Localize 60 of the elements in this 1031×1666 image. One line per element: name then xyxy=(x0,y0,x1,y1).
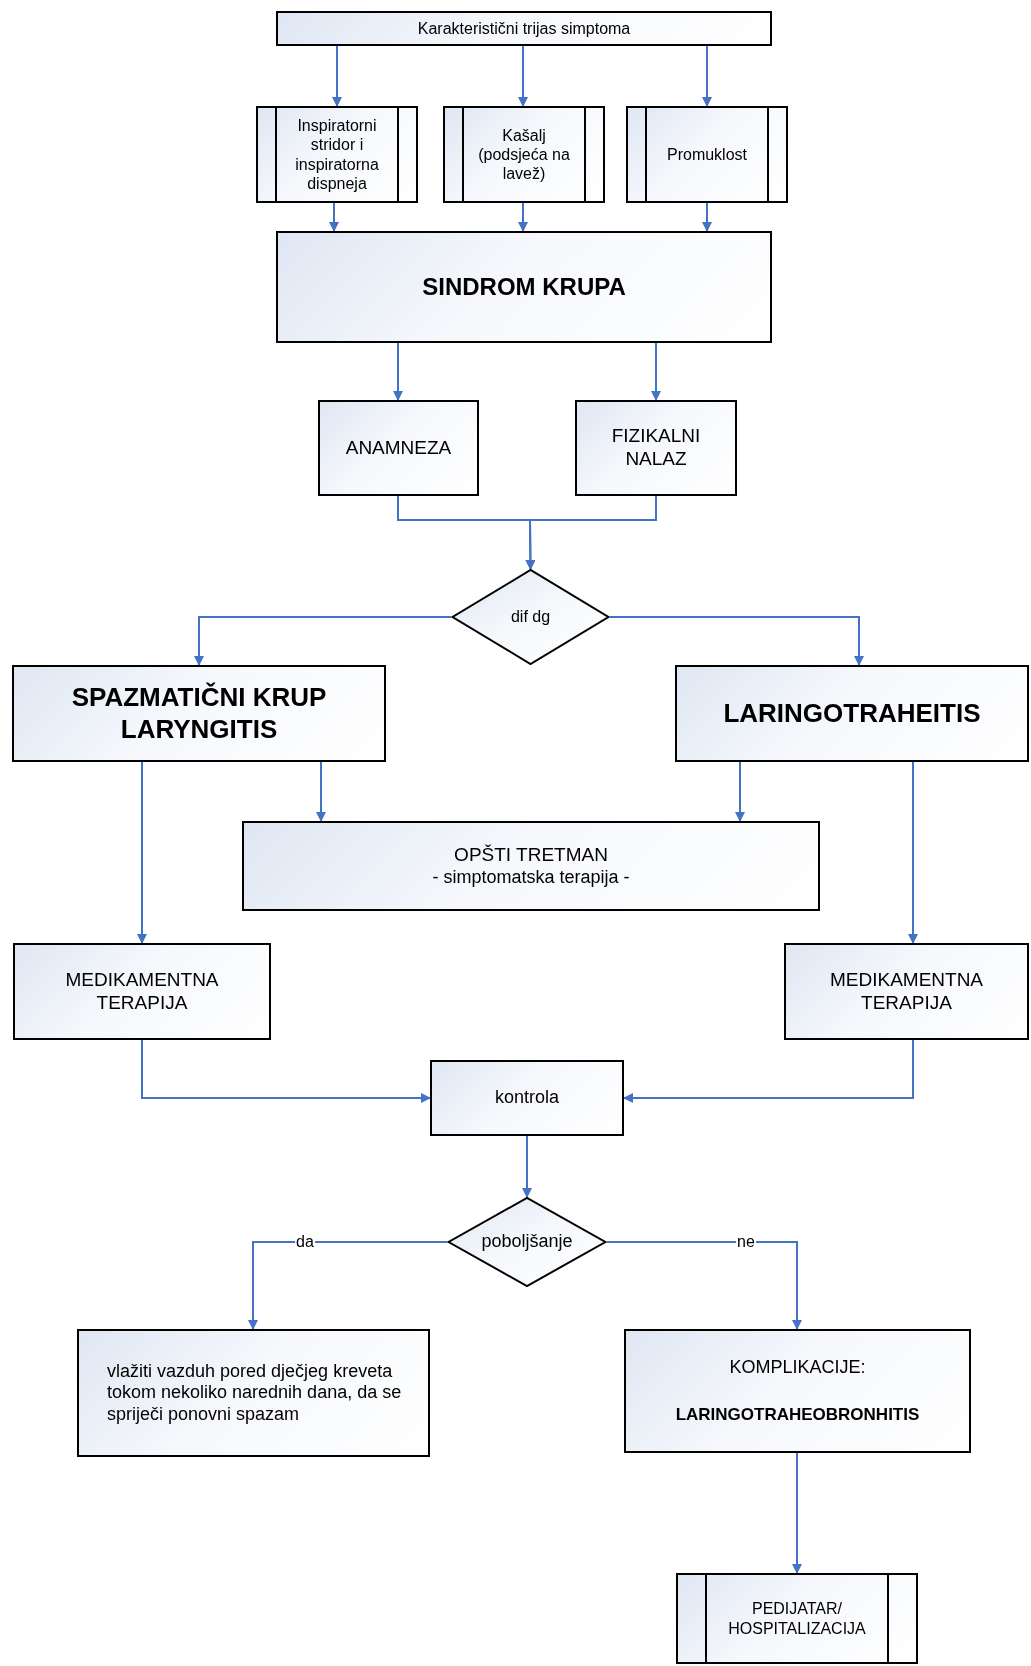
arrow xyxy=(518,45,528,107)
box-label: Karakteristični trijas simptoma xyxy=(417,18,631,39)
predefined-process-box xyxy=(676,1573,918,1664)
box-label: Kašalj (podsjeća na lavež) xyxy=(477,125,571,184)
arrow xyxy=(792,1452,802,1574)
arrow xyxy=(393,342,403,401)
arrow xyxy=(702,45,712,107)
box-label: SINDROM KRUPA xyxy=(422,272,626,302)
box-label: KOMPLIKACIJE: xyxy=(729,1357,866,1379)
heading-box xyxy=(276,11,772,46)
arrow xyxy=(518,202,528,232)
process-box xyxy=(242,821,820,911)
decision-label: poboljšanje xyxy=(481,1231,573,1253)
box-label: SPAZMATIČNI KRUP LARYNGITIS xyxy=(70,682,328,745)
arrow xyxy=(329,202,339,232)
arrow xyxy=(194,616,452,666)
arrow xyxy=(609,616,864,666)
arrow xyxy=(316,761,326,822)
edge-label: da xyxy=(295,1234,315,1250)
arrow xyxy=(735,761,745,822)
arrow xyxy=(522,1135,532,1198)
predefined-process-box xyxy=(443,106,605,203)
arrow xyxy=(908,761,918,944)
process-box xyxy=(13,943,271,1040)
arrow xyxy=(606,1241,802,1330)
arrow xyxy=(248,1241,448,1330)
process-box xyxy=(430,1060,624,1136)
box-label: Promuklost xyxy=(667,144,747,165)
box-label: LARINGOTRAHEITIS xyxy=(723,697,981,730)
arrow xyxy=(623,1039,914,1103)
box-subtext: LARINGOTRAHEOBRONHITIS xyxy=(675,1404,920,1425)
process-box xyxy=(784,943,1029,1040)
box-label: PEDIJATAR/ HOSPITALIZACIJA xyxy=(727,1599,867,1638)
process-box xyxy=(575,400,737,496)
arrow xyxy=(137,761,147,944)
arrow xyxy=(702,202,712,232)
process-box xyxy=(77,1329,430,1457)
predefined-process-box xyxy=(256,106,418,203)
box-label: Inspiratorni stridor i inspiratorna dispneja xyxy=(294,116,380,193)
box-label: vlažiti vazduh pored dječjeg kreveta tokom nekoliko narednih dana, da se spriječi ponovni spazam xyxy=(107,1360,403,1426)
process-box xyxy=(624,1329,971,1453)
arrow xyxy=(525,495,657,570)
process-box xyxy=(12,665,386,762)
box-label: ANAMNEZA xyxy=(345,436,452,460)
process-box xyxy=(318,400,479,496)
box-label: MEDIKAMENTNA TERAPIJA xyxy=(64,968,220,1015)
decision-label: dif dg xyxy=(510,607,551,627)
box-label: FIZIKALNI NALAZ xyxy=(610,425,702,471)
decision-diamond xyxy=(451,569,610,665)
box-label: OPŠTI TRETMAN xyxy=(454,843,608,867)
box-label: kontrola xyxy=(494,1087,559,1109)
box-label: MEDIKAMENTNA TERAPIJA xyxy=(828,968,985,1015)
process-box xyxy=(276,231,772,343)
box-subtext: - simptomatska terapija - xyxy=(432,866,630,889)
arrow xyxy=(651,342,661,401)
arrow xyxy=(141,1039,431,1103)
decision-diamond xyxy=(447,1197,607,1287)
process-box xyxy=(675,665,1029,762)
arrow xyxy=(332,45,342,107)
predefined-process-box xyxy=(626,106,788,203)
